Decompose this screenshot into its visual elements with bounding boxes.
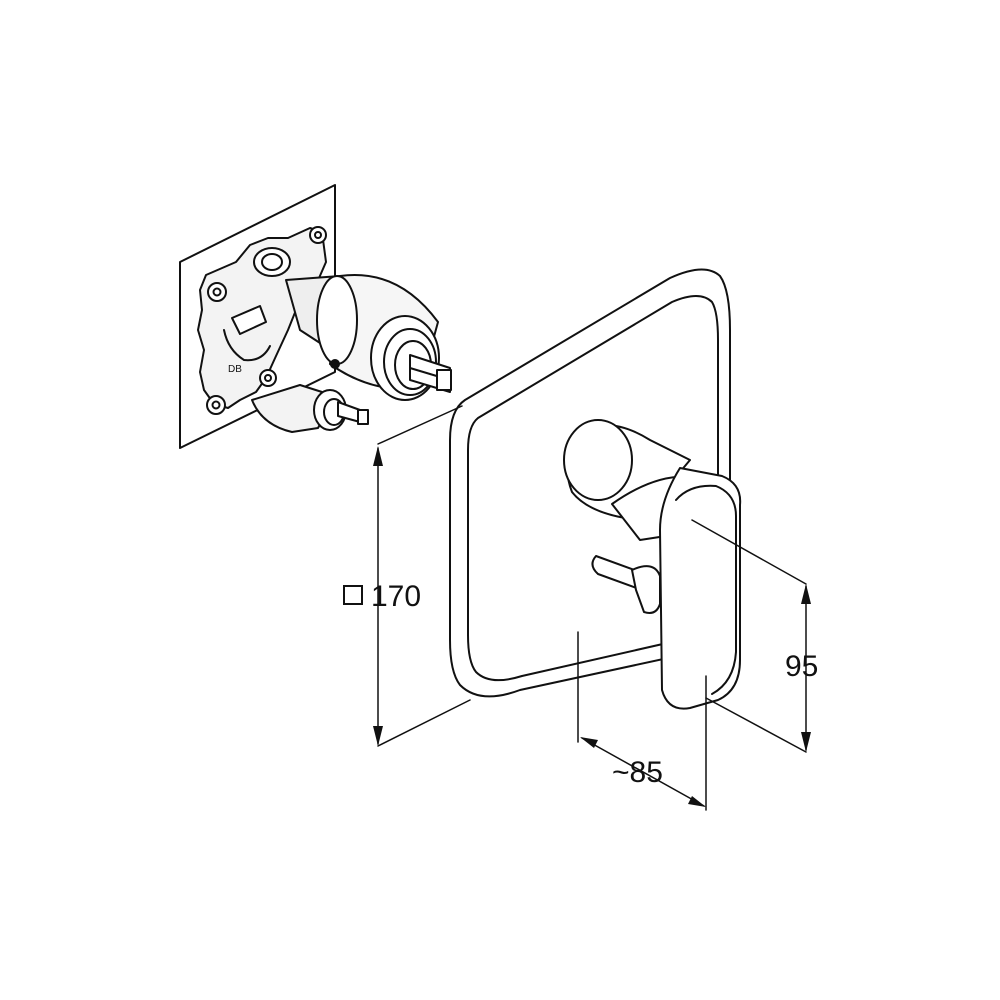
screw [207,282,227,302]
square-symbol-icon [343,585,363,605]
screw [259,369,277,387]
svg-text:DB: DB [228,364,242,375]
screw [206,395,226,415]
dimension-label-170: 170 [343,582,421,612]
dimension-label-85: ~85 [612,756,663,789]
outlet-fitting [313,389,369,431]
lever [659,467,742,710]
dimension-label-95: 95 [785,650,819,683]
rough-in-valve-body: DB [179,184,336,449]
dimension-lines [373,405,811,811]
mixer-handle [563,419,742,710]
dimension-value-170: 170 [371,580,422,613]
mixer-cartridge [285,274,452,401]
dim-line-85 [581,737,705,807]
screw [309,226,327,244]
